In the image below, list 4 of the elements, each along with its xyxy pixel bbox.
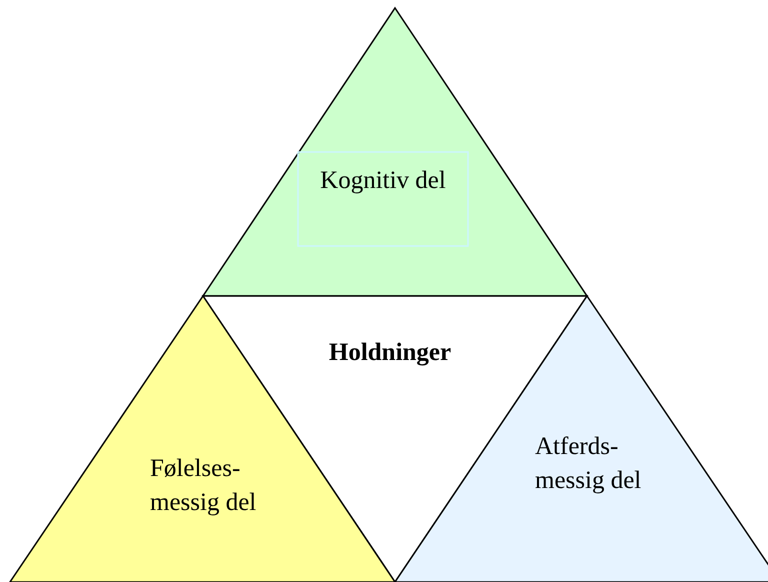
segment-label: Følelses- messig del (150, 454, 258, 518)
segment-label: Kognitiv del (319, 166, 447, 196)
segment-label: Atferds- messig del (535, 432, 642, 496)
center-label: Holdninger (328, 338, 452, 368)
